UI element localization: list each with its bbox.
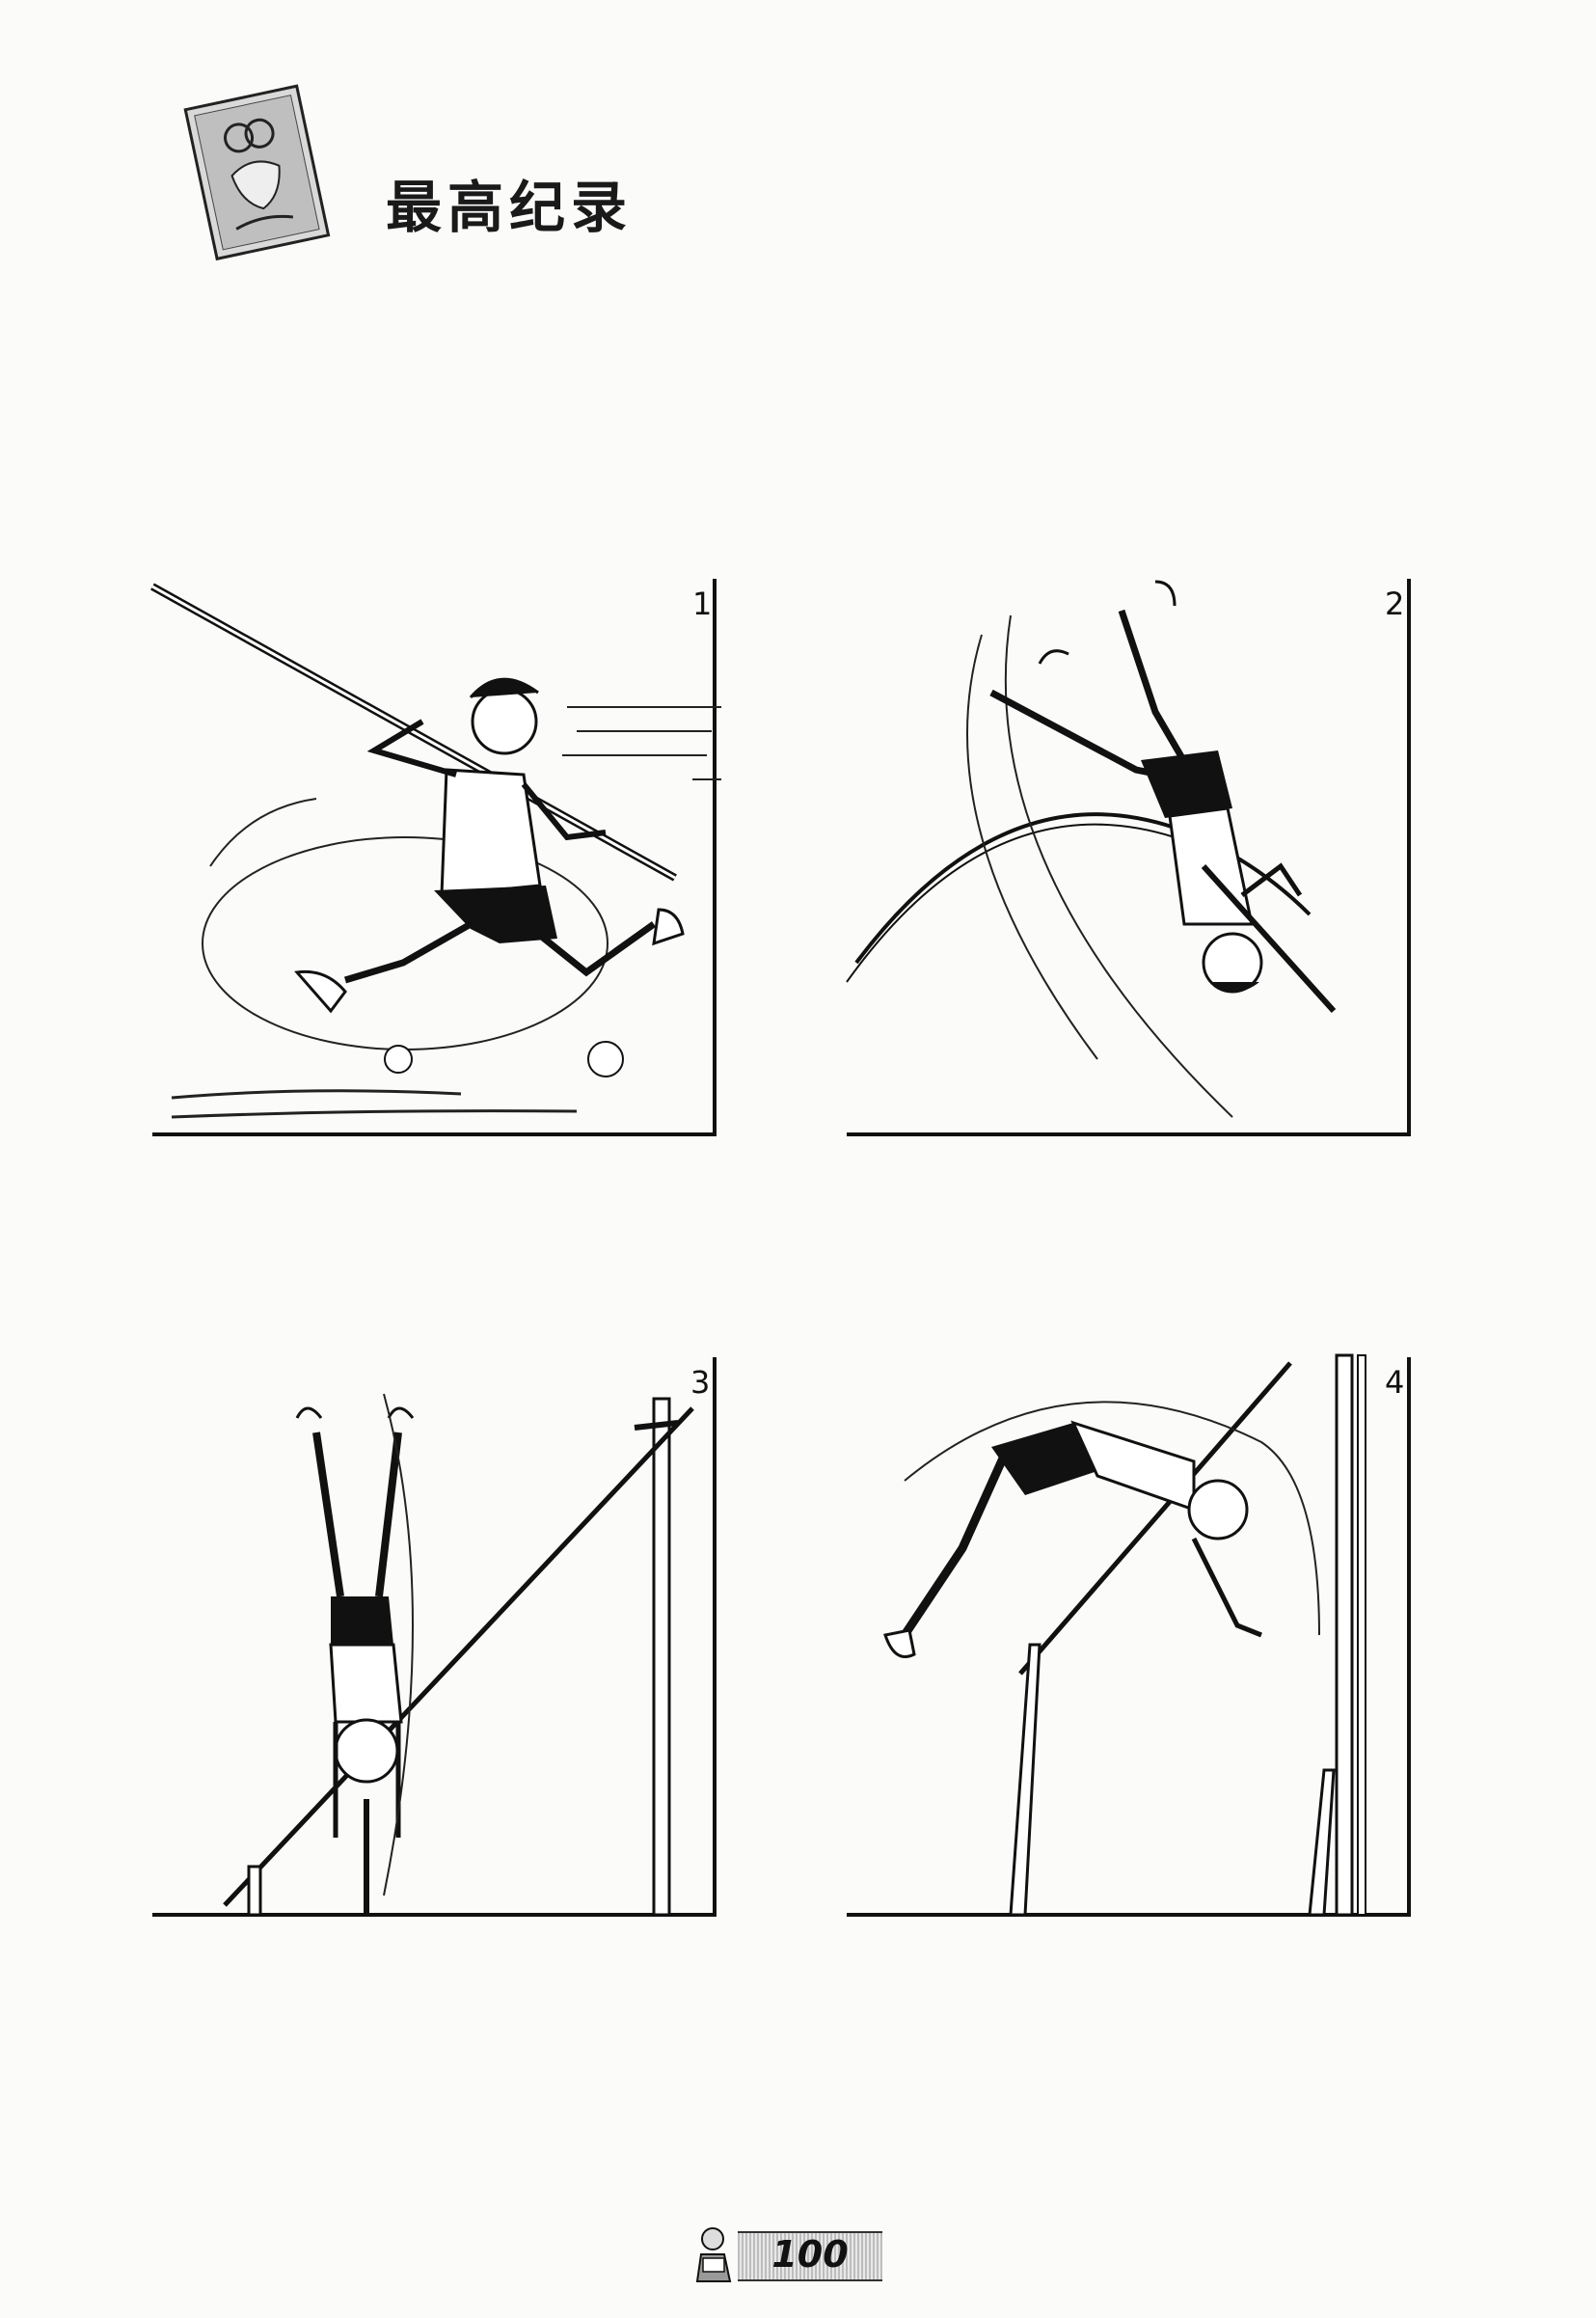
comic-panel-3: 3 [152, 1355, 725, 1917]
panel-2-number: 2 [1385, 586, 1405, 622]
panel-1-illustration [150, 579, 721, 1136]
panel-4-number: 4 [1385, 1364, 1405, 1401]
note-card-icon [178, 79, 333, 262]
comic-panel-2: 2 [846, 577, 1420, 1136]
comic-panel-1: 1 [150, 577, 725, 1136]
page-title: 最高纪录 [386, 175, 634, 240]
page-number-strip [738, 2231, 882, 2281]
panel-1-number: 1 [692, 586, 713, 622]
comic-panel-4: 4 [847, 1353, 1420, 1917]
reader-figure-icon [690, 2223, 740, 2283]
page-number: 100 [771, 2233, 849, 2276]
panel-3-illustration [152, 1357, 717, 1917]
panel-4-illustration [847, 1353, 1411, 1917]
page-number-badge: 100 [690, 2223, 887, 2283]
panel-3-number: 3 [690, 1364, 711, 1401]
panel-2-illustration [846, 579, 1411, 1136]
